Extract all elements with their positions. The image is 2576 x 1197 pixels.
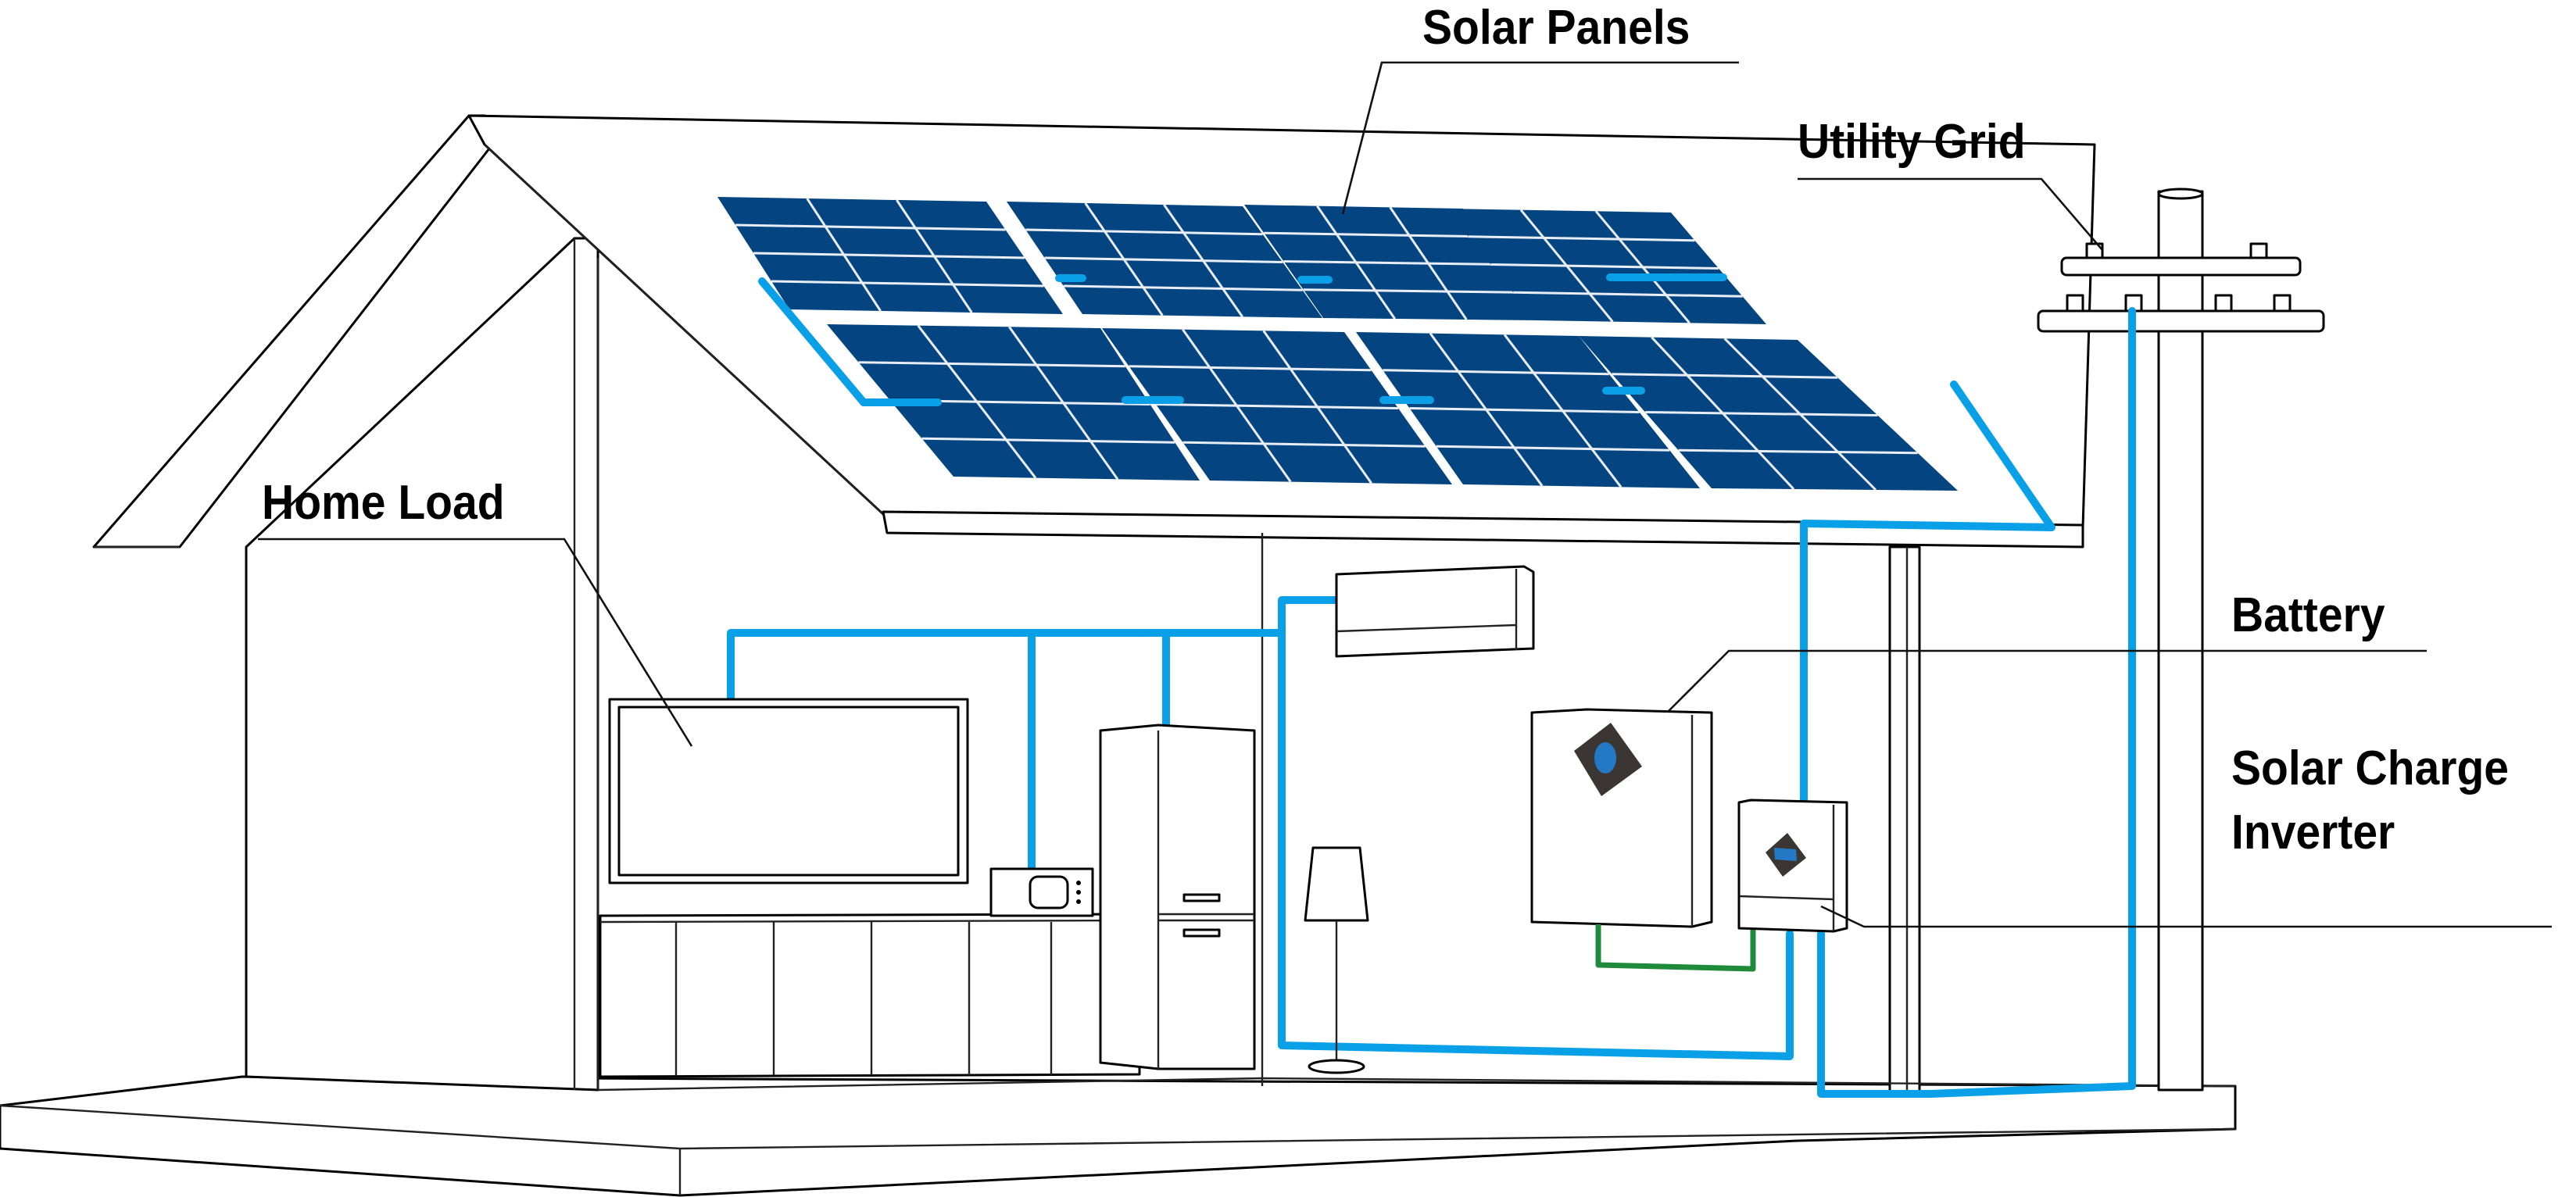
solar-panels	[717, 197, 1958, 491]
label-home-load: Home Load	[262, 476, 505, 530]
panel-cell-line	[1651, 336, 1795, 491]
air-conditioner	[1335, 565, 1535, 658]
kitchen-cabinets	[599, 913, 1141, 1078]
panel-cell-line	[921, 437, 1175, 444]
panel-cell-line	[1644, 411, 1878, 416]
utility-grid-pole	[2037, 188, 2325, 1092]
panel-cell-line	[1513, 291, 1743, 298]
panel-cell-line	[1519, 209, 1614, 323]
label-solar-panels: Solar Panels	[1422, 1, 1690, 55]
panel-cell-line	[771, 280, 1044, 288]
panel-cell-line	[1008, 326, 1119, 481]
panel-cell-line	[1490, 263, 1719, 270]
battery	[1530, 708, 1713, 928]
floor-lamp	[1304, 846, 1369, 1074]
microwave	[989, 867, 1094, 917]
panel-cell-line	[1429, 332, 1544, 487]
panel-cell-line	[753, 252, 1025, 259]
panel-cell-line	[1503, 334, 1623, 488]
refrigerator	[1099, 724, 1256, 1070]
panel-cell-line	[1129, 365, 1372, 372]
panel-cell-line	[1678, 448, 1918, 455]
panel-cell-line	[1182, 441, 1426, 448]
panel-cell-line	[1389, 206, 1468, 320]
leader-lines	[258, 61, 2552, 928]
label-utility-grid: Utility Grid	[1798, 115, 2026, 169]
panel-cell-line	[1262, 330, 1372, 484]
panel-cell-line	[1436, 445, 1670, 452]
solar-charge-inverter	[1737, 799, 1848, 933]
label-battery: Battery	[2231, 588, 2385, 642]
panel-cell-line	[1612, 373, 1838, 379]
panel-cell-line	[1383, 369, 1609, 376]
panel-cell-line	[1182, 328, 1292, 483]
panel-cell-line	[1468, 235, 1695, 242]
panel-cell-line	[1264, 231, 1483, 238]
panel-cell-line	[896, 199, 973, 313]
panel-cell-line	[1409, 407, 1640, 413]
panel-cell-line	[1303, 288, 1520, 294]
panel-cell-line	[1084, 202, 1164, 316]
panel-cell-line	[858, 361, 1125, 368]
label-inverter-line2: Inverter	[2231, 806, 2395, 859]
panel-cell-line	[1723, 338, 1877, 491]
panel-cell-line	[1155, 403, 1399, 409]
panel-cell-line	[1594, 210, 1690, 324]
panel-cell-line	[806, 198, 882, 312]
panel-cell-line	[1316, 205, 1396, 320]
tv	[608, 698, 969, 884]
panel-cell-line	[1283, 260, 1501, 266]
dc-wiring	[1595, 924, 1756, 972]
panel-cell-line	[917, 324, 1037, 479]
panel-cell-line	[1025, 228, 1263, 236]
ac-wiring	[727, 273, 2136, 1098]
panel-cell-line	[735, 223, 1006, 231]
panel-cell-line	[1044, 256, 1283, 263]
label-inverter-line1: Solar Charge	[2231, 741, 2510, 795]
panel-cell-line	[1063, 284, 1303, 291]
panel-cell-line	[1163, 204, 1243, 318]
